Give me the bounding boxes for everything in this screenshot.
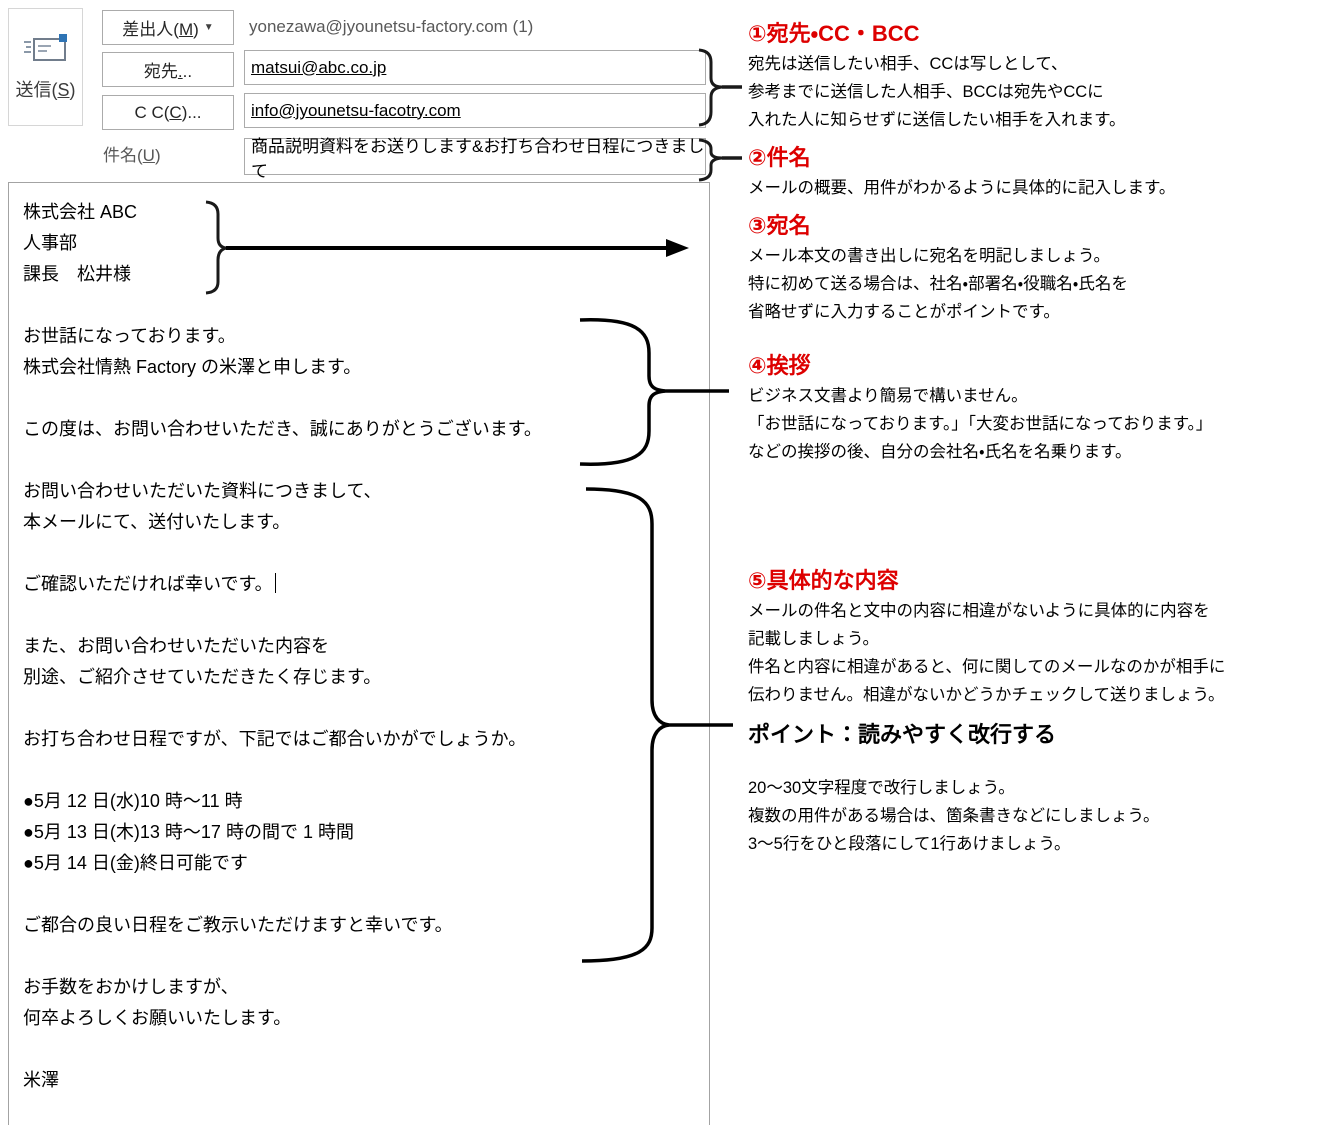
body-line: 別途、ご紹介させていただきたく存じます。 <box>23 667 382 687</box>
body-line: この度は、お問い合わせいただき、誠にありがとうございます。 <box>23 419 542 439</box>
dropdown-arrow-icon: ▼ <box>203 22 214 33</box>
body-line <box>23 383 703 414</box>
annotation-line: 参考までに送信した人相手、BCCは宛先やCCに <box>748 83 1104 101</box>
point-line: 3～5行をひと段落にして1行あけましょう。 <box>748 835 1071 853</box>
email-body-text[interactable]: 株式会社 ABC 人事部課長 松井様 お世話になっております。株式会社情熱 Fac… <box>23 197 703 1096</box>
annotation-line: 特に初めて送る場合は、社名・部署名・役職名・氏名を <box>748 275 1128 293</box>
to-button[interactable]: 宛先... <box>102 52 234 87</box>
body-line: お世話になっております。 <box>23 326 236 346</box>
annotation-addressee: ③宛名 メール本文の書き出しに宛名を明記しましょう。特に初めて送る場合は、社名・… <box>748 214 1128 326</box>
annotation-concrete-content: ⑤具体的な内容 メールの件名と文中の内容に相違がないように具体的に内容を記載しま… <box>748 569 1225 709</box>
annotation-heading: ②件名 <box>748 145 811 170</box>
body-line <box>23 941 703 972</box>
body-line: ●5月 12 日(水)10 時～11 時 <box>23 791 243 811</box>
annotation-point-note: ポイント：読みやすく改行する 20～30文字程度で改行しましょう。複数の用件があ… <box>748 722 1160 858</box>
to-button-label: 宛先... <box>143 62 193 81</box>
annotation-body: 宛先は送信したい相手、CCは写しとして、参考までに送信した人相手、BCCは宛先や… <box>748 50 1126 134</box>
annotation-line: メール本文の書き出しに宛名を明記しましょう。 <box>748 247 1111 265</box>
body-line: 人事部 <box>23 233 77 253</box>
from-button-label: 差出人(M) <box>122 20 199 39</box>
body-line <box>23 538 703 569</box>
annotation-line: 伝わりません。相違がないかどうかチェックして送りましょう。 <box>748 686 1225 704</box>
annotation-line: ビジネス文書より簡易で構いません。 <box>748 387 1028 405</box>
annotation-heading: ④挨拶 <box>748 353 811 378</box>
annotation-body: メールの概要、用件がわかるように具体的に記入します。 <box>748 174 1175 202</box>
point-body: 20～30文字程度で改行しましょう。複数の用件がある場合は、箇条書きなどにしまし… <box>748 774 1160 858</box>
annotation-heading: ①宛先・CC・BCC <box>748 21 920 46</box>
annotation-heading: ⑤具体的な内容 <box>748 568 899 593</box>
body-line: お手数をおかけしますが、 <box>23 977 239 997</box>
subject-input[interactable]: 商品説明資料をお送りします&お打ち合わせ日程につきまして <box>244 137 706 181</box>
body-line <box>23 693 703 724</box>
from-address-value: yonezawa@jyounetsu-factory.com (1) <box>249 17 534 36</box>
annotation-heading: ③宛名 <box>748 213 811 238</box>
body-line: ●5月 13 日(木)13 時～17 時の間で 1 時間 <box>23 822 354 842</box>
body-line <box>23 290 703 321</box>
send-envelope-icon <box>23 34 67 61</box>
annotation-line: 宛先は送信したい相手、CCは写しとして、 <box>748 55 1068 73</box>
body-line: ●5月 14 日(金)終日可能です <box>23 853 248 873</box>
message-body-area[interactable]: 株式会社 ABC 人事部課長 松井様 お世話になっております。株式会社情熱 Fac… <box>8 182 710 1125</box>
annotation-body: メール本文の書き出しに宛名を明記しましょう。特に初めて送る場合は、社名・部署名・… <box>748 242 1128 326</box>
point-line: 20～30文字程度で改行しましょう。 <box>748 779 1015 797</box>
annotation-line: 省略せずに入力することがポイントです。 <box>748 303 1060 321</box>
send-button-label: 送信(S) <box>15 80 76 100</box>
annotation-body: ビジネス文書より簡易で構いません。「お世話になっております。」「大変お世話になっ… <box>748 382 1212 466</box>
annotation-line: メールの件名と文中の内容に相違がないように具体的に内容を <box>748 602 1210 620</box>
point-line: 複数の用件がある場合は、箇条書きなどにしましょう。 <box>748 807 1160 825</box>
text-cursor <box>274 573 276 593</box>
subject-text: 商品説明資料をお送りします&お打ち合わせ日程につきまして <box>251 136 705 181</box>
body-line: お打ち合わせ日程ですが、下記ではご都合いかがでしょうか。 <box>23 729 527 749</box>
subject-label: 件名(U) <box>103 146 161 165</box>
to-input[interactable]: matsui@abc.co.jp <box>244 50 706 85</box>
cc-input[interactable]: info@jyounetsu-facotry.com <box>244 93 706 128</box>
send-button[interactable]: 送信(S) <box>8 8 83 126</box>
annotation-greeting: ④挨拶 ビジネス文書より簡易で構いません。「お世話になっております。」「大変お世… <box>748 354 1212 466</box>
annotation-line: 入れた人に知らせずに送信したい相手を入れます。 <box>748 111 1126 129</box>
body-line: 何卒よろしくお願いいたします。 <box>23 1008 292 1028</box>
annotation-subject: ②件名 メールの概要、用件がわかるように具体的に記入します。 <box>748 146 1175 202</box>
body-line <box>23 879 703 910</box>
body-line <box>23 1034 703 1065</box>
to-address[interactable]: matsui@abc.co.jp <box>251 57 387 77</box>
from-button[interactable]: 差出人(M) ▼ <box>102 10 234 45</box>
annotation-recipients: ①宛先・CC・BCC 宛先は送信したい相手、CCは写しとして、参考までに送信した… <box>748 22 1126 134</box>
body-line: 課長 松井様 <box>23 264 131 284</box>
body-line <box>23 445 703 476</box>
cc-address[interactable]: info@jyounetsu-facotry.com <box>251 100 461 120</box>
body-line: 株式会社 ABC <box>23 202 138 222</box>
body-line: お問い合わせいただいた資料につきまして、 <box>23 481 382 501</box>
point-heading: ポイント：読みやすく改行する <box>748 722 1057 747</box>
body-line: ご確認いただければ幸いです。 <box>23 569 703 600</box>
cc-button[interactable]: C C(C)... <box>102 95 234 130</box>
body-line: 株式会社情熱 Factory の米澤と申します。 <box>23 357 362 377</box>
annotation-line: 記載しましょう。 <box>748 630 880 648</box>
annotation-body: メールの件名と文中の内容に相違がないように具体的に内容を記載しましょう。件名と内… <box>748 597 1225 709</box>
body-line <box>23 755 703 786</box>
body-line <box>23 600 703 631</box>
body-line: ご都合の良い日程をご教示いただけますと幸いです。 <box>23 915 453 935</box>
annotation-line: 件名と内容に相違があると、何に関してのメールなのかが相手に <box>748 658 1226 676</box>
body-line: また、お問い合わせいただいた内容を <box>23 636 329 656</box>
annotation-line: などの挨拶の後、自分の会社名・氏名を名乗ります。 <box>748 443 1132 461</box>
annotation-line: 「お世話になっております。」「大変お世話になっております。」 <box>748 415 1213 433</box>
body-line: 本メールにて、送付いたします。 <box>23 512 291 532</box>
annotation-line: メールの概要、用件がわかるように具体的に記入します。 <box>748 179 1176 197</box>
body-line: 米澤 <box>23 1070 59 1090</box>
cc-button-label: C C(C)... <box>134 102 202 122</box>
